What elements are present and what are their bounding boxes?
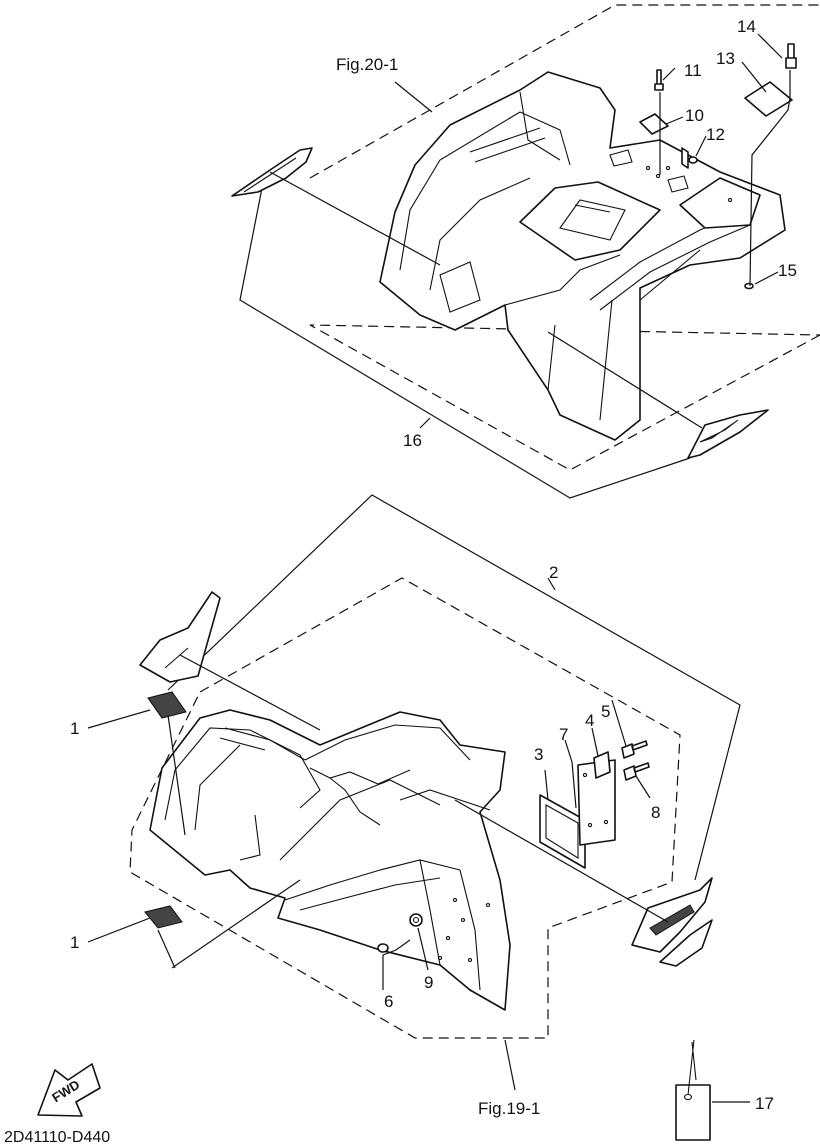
part-1-emblem-lower — [144, 905, 183, 929]
front-hardware — [377, 740, 650, 953]
callout-16: 16 — [403, 431, 422, 450]
callout-14: 14 — [737, 17, 756, 36]
fig-label-upper: Fig.20-1 — [336, 55, 398, 74]
rear-fender-assembly — [231, 4, 820, 499]
callout-3: 3 — [534, 745, 543, 764]
lower-dashed-boundary — [129, 577, 681, 1039]
front-fender-assembly — [37, 494, 750, 1141]
part-12-bracket — [681, 147, 689, 169]
callout-5: 5 — [601, 702, 610, 721]
fig-label-lower: Fig.19-1 — [478, 1099, 540, 1118]
part-5-screw — [621, 740, 648, 759]
lower-solid-boundary — [167, 494, 741, 881]
rear-right-decal — [687, 409, 769, 459]
callout-1-lower: 1 — [70, 933, 79, 952]
upper-solid-boundary — [239, 187, 691, 499]
callout-10: 10 — [685, 106, 704, 125]
front-right-decal — [631, 877, 713, 967]
part-10-plate — [639, 113, 669, 135]
callout-9: 9 — [424, 973, 433, 992]
fwd-arrow-icon — [37, 1063, 101, 1117]
callout-11: 11 — [684, 61, 702, 80]
callout-15: 15 — [778, 261, 797, 280]
callout-13: 13 — [716, 49, 735, 68]
part-3-lamp-plate — [539, 794, 586, 869]
part-6-nut — [377, 943, 389, 953]
part-4-bracket — [593, 751, 611, 779]
drawing-code: 2D41110-D440 — [4, 1129, 110, 1145]
front-left-upper-decal — [139, 591, 221, 683]
callout-1-upper: 1 — [70, 719, 79, 738]
part-13-plate — [744, 81, 793, 117]
callout-8: 8 — [651, 803, 660, 822]
callout-6: 6 — [384, 992, 393, 1011]
part-11-rivet — [654, 69, 664, 91]
callout-4: 4 — [585, 711, 594, 730]
rear-left-decal — [231, 147, 313, 197]
callout-17: 17 — [755, 1094, 774, 1113]
part-1-emblem-upper — [147, 691, 187, 719]
front-fender-body — [149, 709, 511, 1011]
part-9-washer — [409, 913, 423, 927]
callout-labels: Fig.20-1 Fig.19-1 11 10 12 13 14 15 16 2… — [4, 17, 797, 1145]
part-14-bolt — [785, 43, 797, 69]
callout-2: 2 — [549, 563, 558, 582]
upper-leader-lines — [269, 33, 791, 429]
callout-7: 7 — [559, 725, 568, 744]
callout-12: 12 — [706, 125, 725, 144]
part-15-nut — [744, 282, 754, 290]
part-17-tag — [675, 1039, 750, 1141]
lower-leader-lines — [87, 577, 669, 1091]
